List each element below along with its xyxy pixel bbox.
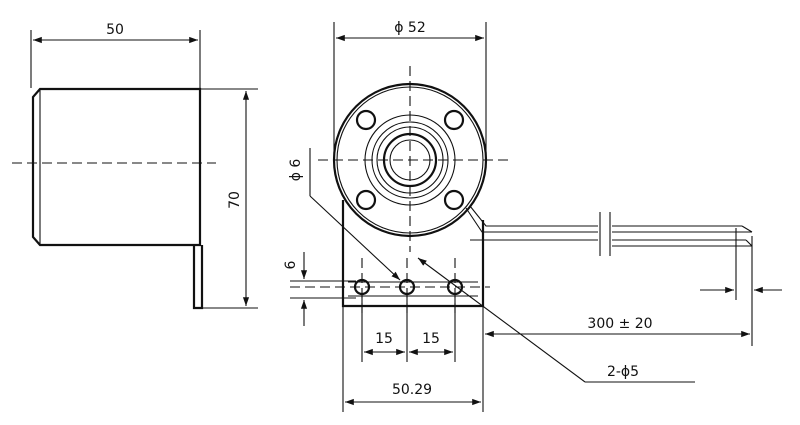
dim-label-height: 70	[227, 191, 243, 209]
dim-label-width: 50	[106, 22, 124, 38]
flange-hole-bottom-right	[443, 189, 465, 211]
dim-label-flange: ϕ 52	[394, 20, 426, 36]
bracket-plate	[341, 200, 485, 308]
flange-hole-bottom-left	[355, 189, 377, 211]
flange-hole-top-left	[355, 109, 377, 131]
flange-hole-top-right	[443, 109, 465, 131]
side-view: 50 70	[12, 22, 258, 310]
wire-end-2	[745, 239, 753, 247]
thickness-label: 6	[283, 260, 299, 269]
side-view-bracket	[192, 245, 204, 310]
mount-holes-leader	[417, 257, 586, 383]
wire-end-1	[741, 225, 753, 233]
pin-diameter-label: ϕ 6	[288, 159, 304, 182]
dim-label-spacing-right: 15	[422, 331, 440, 347]
dim-label-lead: 300 ± 20	[587, 316, 652, 332]
mount-holes-label: 2-ϕ5	[607, 364, 639, 380]
lead-wire-upper-2	[469, 205, 598, 227]
pin-diameter-leader	[309, 195, 401, 281]
front-view: ϕ 52	[283, 20, 782, 412]
dim-label-bracket-width: 50.29	[392, 382, 432, 398]
dim-label-spacing-left: 15	[375, 331, 393, 347]
lead-wire-upper-1	[465, 207, 598, 233]
side-view-body	[31, 87, 202, 247]
